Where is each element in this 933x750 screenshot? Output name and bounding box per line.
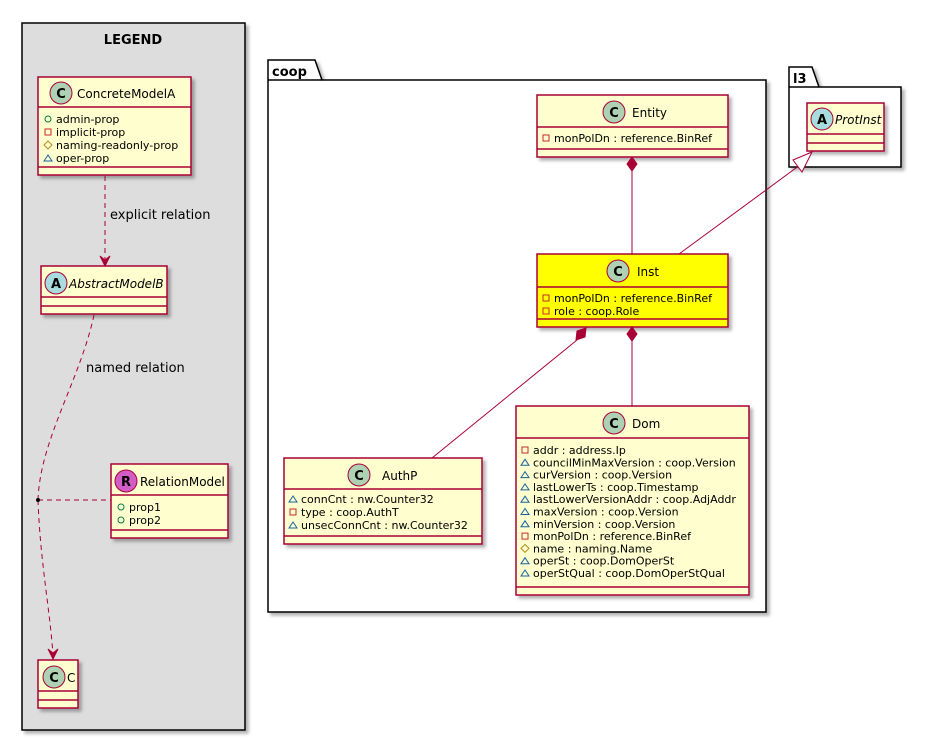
class-attribute: prop2	[129, 514, 161, 527]
private-visibility-icon	[542, 307, 550, 315]
class-stereotype-icon	[49, 81, 73, 105]
entity-inst-composition[interactable]	[626, 156, 638, 254]
class-attribute: monPolDn : reference.BinRef	[533, 530, 692, 543]
generalization-arrow	[792, 151, 814, 173]
class-stereotype-icon	[42, 665, 66, 689]
composition-diamond	[626, 326, 638, 342]
package-visibility-icon	[520, 458, 530, 466]
abstract-stereotype-icon	[44, 271, 68, 295]
class-attribute: oper-prop	[56, 152, 109, 165]
private-visibility-icon	[44, 128, 52, 136]
class-abstract-model-b[interactable]: A AbstractModelB	[40, 265, 168, 315]
class-stereotype-icon	[606, 259, 630, 283]
class-attribute: prop1	[129, 501, 161, 514]
class-name: Inst	[637, 265, 659, 279]
class-attribute: admin-prop	[56, 113, 119, 126]
package-coop-label: coop	[272, 65, 307, 80]
package-visibility-icon	[520, 495, 530, 503]
package-l3-label: l3	[793, 72, 807, 87]
class-protinst[interactable]: A ProtInst	[806, 102, 885, 152]
class-attribute: monPolDn : reference.BinRef	[554, 132, 713, 145]
legend-title: LEGEND	[104, 33, 163, 48]
stereotype-letter: A	[51, 277, 61, 292]
stereotype-letter: R	[121, 475, 131, 490]
class-attribute: unsecConnCnt : nw.Counter32	[301, 519, 468, 532]
class-attribute: implicit-prop	[56, 126, 125, 139]
private-visibility-icon	[521, 446, 529, 454]
class-name: Entity	[632, 106, 667, 120]
class-stereotype-icon	[602, 411, 626, 435]
stereotype-letter: C	[609, 417, 619, 432]
explicit-relation-edge[interactable]: explicit relation	[99, 176, 210, 268]
class-attribute: name : naming.Name	[533, 542, 653, 555]
package-visibility-icon	[520, 470, 530, 479]
class-name: ProtInst	[835, 113, 883, 127]
named-relation-edge[interactable]: named relation	[36, 314, 185, 661]
class-name: ConcreteModelA	[77, 87, 176, 101]
composition-diamond	[575, 327, 587, 341]
class-attribute: lastLowerVersionAddr : coop.AdjAddr	[533, 493, 736, 506]
private-visibility-icon	[542, 294, 550, 302]
class-stereotype-icon	[602, 100, 626, 124]
class-name: C	[67, 671, 75, 685]
class-c[interactable]: C C	[37, 659, 79, 709]
class-attribute: role : coop.Role	[554, 305, 639, 318]
package-visibility-icon	[520, 507, 530, 515]
package-visibility-icon	[520, 556, 530, 565]
class-attribute: minVersion : coop.Version	[533, 518, 675, 531]
private-visibility-icon	[542, 134, 550, 142]
stereotype-letter: C	[354, 469, 364, 484]
composition-diamond	[626, 156, 638, 172]
class-name: AbstractModelB	[68, 277, 164, 291]
relation-junction-dot	[36, 498, 40, 502]
class-attribute: connCnt : nw.Counter32	[301, 493, 434, 506]
stereotype-letter: A	[817, 113, 827, 128]
stereotype-letter: C	[49, 671, 59, 686]
inst-protinst-generalization[interactable]	[678, 151, 814, 255]
class-name: RelationModel	[140, 475, 225, 489]
protected-visibility-icon	[43, 140, 53, 150]
class-concrete-model-a[interactable]: C ConcreteModelA admin-propimplicit-prop…	[37, 76, 192, 176]
explicit-relation-label: explicit relation	[110, 208, 210, 223]
class-attribute: maxVersion : coop.Version	[533, 506, 679, 519]
public-visibility-icon	[117, 516, 125, 524]
class-attribute: type : coop.AuthT	[301, 506, 399, 519]
class-stereotype-icon	[347, 463, 371, 487]
package-visibility-icon	[520, 482, 530, 491]
named-relation-label: named relation	[86, 361, 185, 376]
package-visibility-icon	[520, 519, 530, 528]
public-visibility-icon	[44, 115, 52, 123]
inst-authp-composition[interactable]	[431, 327, 587, 459]
class-attribute: operStQual : coop.DomOperStQual	[533, 567, 725, 580]
stereotype-letter: C	[613, 265, 623, 280]
package-visibility-icon	[43, 154, 53, 162]
inst-dom-composition[interactable]	[626, 326, 638, 406]
class-attribute: naming-readonly-prop	[56, 139, 178, 152]
stereotype-letter: C	[609, 106, 619, 121]
private-visibility-icon	[289, 508, 297, 516]
package-visibility-icon	[288, 495, 298, 503]
package-visibility-icon	[520, 569, 530, 577]
protected-visibility-icon	[520, 543, 530, 554]
public-visibility-icon	[117, 503, 125, 511]
class-attribute: operSt : coop.DomOperSt	[533, 555, 675, 568]
package-visibility-icon	[288, 521, 298, 529]
abstract-stereotype-icon	[810, 107, 834, 131]
relation-stereotype-icon	[114, 469, 138, 493]
class-attribute: councilMinMaxVersion : coop.Version	[533, 456, 736, 469]
class-name: Dom	[632, 417, 660, 431]
class-attribute: curVersion : coop.Version	[533, 469, 672, 482]
class-attribute: monPolDn : reference.BinRef	[554, 292, 713, 305]
private-visibility-icon	[521, 532, 529, 540]
stereotype-letter: C	[56, 87, 66, 102]
class-attribute: lastLowerTs : coop.Timestamp	[533, 481, 699, 494]
class-entity[interactable]: C Entity monPolDn : reference.BinRef	[536, 94, 729, 158]
class-dom[interactable]: C Dom addr : address.IpcouncilMinMaxVers…	[515, 405, 750, 596]
class-attribute: addr : address.Ip	[533, 444, 626, 457]
class-name: AuthP	[382, 469, 417, 483]
